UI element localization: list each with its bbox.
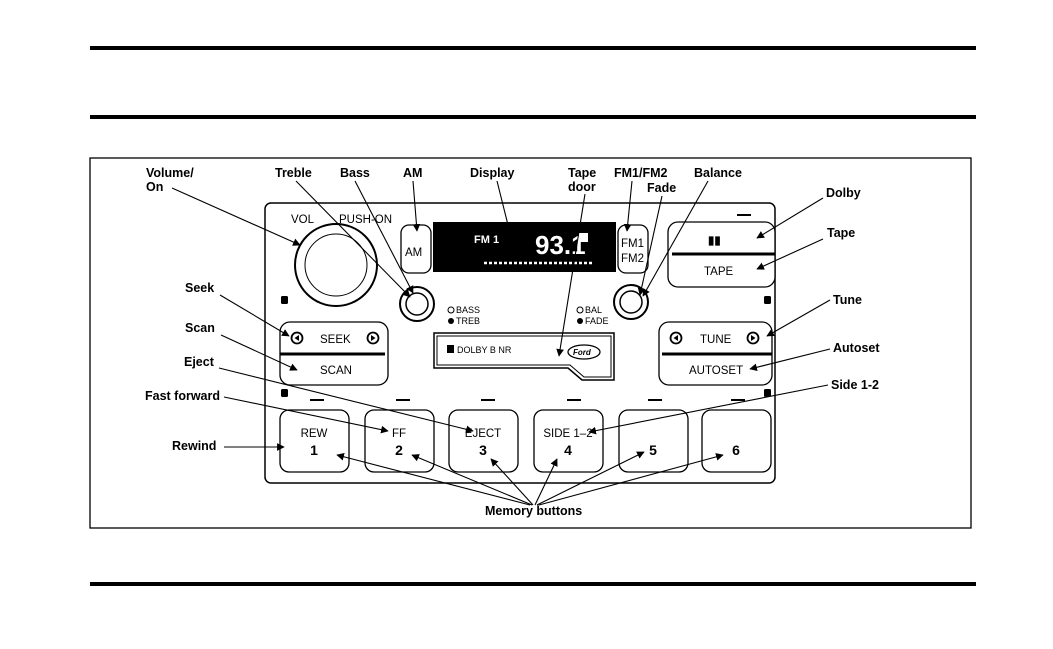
fm2-label: FM2: [621, 253, 644, 265]
fade-label: FADE: [585, 316, 609, 326]
preset-button-1[interactable]: REW 1: [280, 410, 349, 472]
preset-6-number: 6: [732, 442, 740, 458]
vol-label: VOL: [291, 214, 315, 226]
callout-display: Display: [470, 166, 515, 180]
dolby-b-nr-label: DOLBY B NR: [457, 345, 512, 355]
treb-label: TREB: [456, 316, 480, 326]
callout-autoset: Autoset: [833, 341, 880, 355]
faceplate-screw: [764, 296, 771, 304]
display-band: FM 1: [474, 234, 499, 246]
ford-logo-text: Ford: [573, 348, 592, 357]
bal-label: BAL: [585, 305, 602, 315]
autoset-button-label: AUTOSET: [689, 365, 743, 377]
callout-treble: Treble: [275, 166, 312, 180]
faceplate-screw: [281, 389, 288, 397]
callout-fade: Fade: [647, 181, 676, 195]
am-button-label: AM: [405, 247, 422, 259]
callout-tape-door-2: door: [568, 180, 596, 194]
tape-button-label: TAPE: [704, 266, 734, 278]
callout-volume-on: On: [146, 180, 163, 194]
faceplate-screw: [764, 389, 771, 397]
callout-volume: Volume/: [146, 166, 194, 180]
preset-button-4[interactable]: SIDE 1–2 4: [534, 410, 603, 472]
callout-fast-forward: Fast forward: [145, 389, 220, 403]
fade-indicator: [577, 318, 583, 324]
preset-1-number: 1: [310, 442, 318, 458]
push-on-label: PUSH-ON: [339, 214, 392, 226]
bass-label: BASS: [456, 305, 480, 315]
callout-scan: Scan: [185, 321, 215, 335]
preset-4-top-label: SIDE 1–2: [543, 428, 592, 440]
tune-button-label: TUNE: [700, 334, 732, 346]
radio-display: [433, 222, 616, 272]
dolby-b-nr-badge: [447, 345, 454, 353]
callout-am: AM: [403, 166, 422, 180]
callout-eject: Eject: [184, 355, 215, 369]
callout-dolby: Dolby: [826, 186, 861, 200]
callout-tape: Tape: [827, 226, 855, 240]
callout-bass: Bass: [340, 166, 370, 180]
dolby-button[interactable]: [672, 224, 772, 253]
faceplate-screw: [281, 296, 288, 304]
callout-balance: Balance: [694, 166, 742, 180]
balance-fade-knob-inner: [620, 291, 642, 313]
callout-seek: Seek: [185, 281, 214, 295]
stereo-indicator: [579, 233, 588, 242]
preset-2-number: 2: [395, 442, 403, 458]
preset-1-top-label: REW: [301, 428, 328, 440]
callout-rewind: Rewind: [172, 439, 216, 453]
callout-side-1-2: Side 1-2: [831, 378, 879, 392]
preset-2-top-label: FF: [392, 428, 406, 440]
preset-3-number: 3: [479, 442, 487, 458]
treb-indicator: [448, 318, 454, 324]
callout-memory-buttons: Memory buttons: [485, 504, 582, 518]
preset-4-number: 4: [564, 442, 572, 458]
callout-tune: Tune: [833, 293, 862, 307]
callout-fm1-fm2: FM1/FM2: [614, 166, 668, 180]
preset-button-6[interactable]: 6: [702, 410, 771, 472]
leader-tune: [767, 300, 830, 336]
callout-tape-door: Tape: [568, 166, 596, 180]
bass-indicator: [448, 307, 454, 313]
seek-button-label: SEEK: [320, 334, 351, 346]
preset-5-number: 5: [649, 442, 657, 458]
preset-button-3[interactable]: EJECT 3: [449, 410, 518, 472]
fm1-label: FM1: [621, 238, 644, 250]
scan-button-label: SCAN: [320, 365, 352, 377]
dolby-button-label: ▮▮: [708, 235, 721, 247]
bal-indicator: [577, 307, 583, 313]
